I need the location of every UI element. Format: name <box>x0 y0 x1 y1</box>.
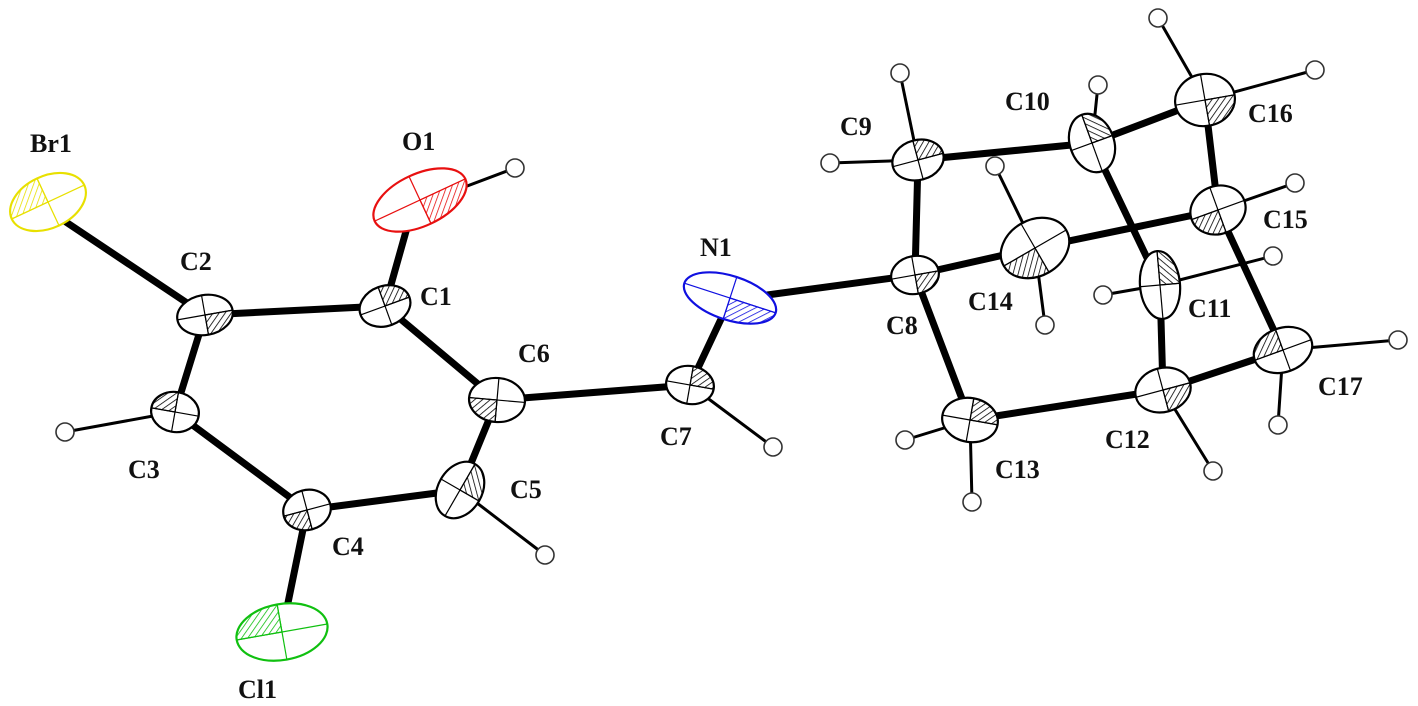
label-br1: Br1 <box>30 129 72 158</box>
label-c9: C9 <box>840 112 872 141</box>
hydrogen-o1 <box>505 158 525 178</box>
hydrogen-c15 <box>1285 173 1305 193</box>
hydrogen-c13a <box>895 430 915 450</box>
atom-c3 <box>150 390 200 434</box>
hydrogen-c11a <box>1093 285 1113 305</box>
atom-c15 <box>1189 184 1247 236</box>
label-c11: C11 <box>1188 294 1231 323</box>
atom-cl1 <box>235 602 329 662</box>
label-c8: C8 <box>886 311 918 340</box>
bond-c6-c7 <box>493 381 694 404</box>
atom-c5 <box>434 460 486 520</box>
hydrogen-c17a <box>1388 330 1408 350</box>
hydrogen-c13b <box>962 492 982 512</box>
bond-c2-c1 <box>201 302 389 319</box>
hydrogen-atoms <box>55 8 1408 565</box>
bond-c3-c4 <box>171 408 311 514</box>
label-cl1: Cl1 <box>238 675 277 704</box>
atom-c4 <box>282 488 332 532</box>
label-c13: C13 <box>995 455 1040 484</box>
atom-c13 <box>941 396 999 444</box>
hydrogen-c17b <box>1268 415 1288 435</box>
atom-labels: Br1 O1 C2 C1 C6 C3 C5 C4 Cl1 C7 N1 C8 C9… <box>30 87 1363 704</box>
label-c7: C7 <box>660 422 692 451</box>
atom-c7 <box>665 364 715 406</box>
bond-c4-c5 <box>303 486 464 514</box>
hydrogen-c14b <box>1035 315 1055 335</box>
label-o1: O1 <box>402 127 435 156</box>
hydrogen-c5 <box>535 545 555 565</box>
heavy-atom-bonds <box>44 96 1287 636</box>
atom-n1 <box>682 271 778 325</box>
label-c1: C1 <box>420 282 452 311</box>
atom-c12 <box>1134 366 1192 414</box>
hydrogen-c3 <box>55 422 75 442</box>
label-c10: C10 <box>1005 87 1050 116</box>
label-c5: C5 <box>510 475 542 504</box>
label-c2: C2 <box>180 247 212 276</box>
heavy-atoms <box>9 72 1314 662</box>
hydrogen-c11b <box>1263 246 1283 266</box>
hydrogen-c10 <box>1088 75 1108 95</box>
label-n1: N1 <box>700 233 732 262</box>
atom-c1 <box>358 284 412 328</box>
atom-c8 <box>890 254 940 296</box>
label-c6: C6 <box>518 339 550 368</box>
label-c14: C14 <box>968 287 1013 316</box>
bond-c9-c10 <box>914 139 1096 164</box>
atom-c17 <box>1252 325 1314 375</box>
atom-o1 <box>372 167 468 233</box>
label-c15: C15 <box>1263 205 1308 234</box>
label-c3: C3 <box>128 455 160 484</box>
atom-c2 <box>176 293 234 337</box>
atom-c10 <box>1067 112 1117 174</box>
bond-c15-c17 <box>1214 206 1287 354</box>
hydrogen-c16a <box>1148 8 1168 28</box>
hydrogen-c16b <box>1305 60 1325 80</box>
atom-c16 <box>1174 72 1236 128</box>
label-c4: C4 <box>332 532 364 561</box>
hydrogen-c7 <box>763 437 783 457</box>
label-c17: C17 <box>1318 372 1363 401</box>
bond-c8-c13 <box>911 271 974 424</box>
atom-c14 <box>999 216 1071 280</box>
bond-br1-c2 <box>44 206 209 319</box>
hydrogen-c9b <box>820 153 840 173</box>
atom-c6 <box>467 376 527 424</box>
hydrogen-c9a <box>890 63 910 83</box>
atom-br1 <box>9 171 87 233</box>
hydrogen-c12 <box>1203 461 1223 481</box>
label-c16: C16 <box>1248 99 1293 128</box>
atom-c11 <box>1138 249 1182 321</box>
hydrogen-c14a <box>985 156 1005 176</box>
label-c12: C12 <box>1105 425 1150 454</box>
atom-c9 <box>891 138 945 182</box>
bond-c13-c12 <box>966 386 1167 424</box>
